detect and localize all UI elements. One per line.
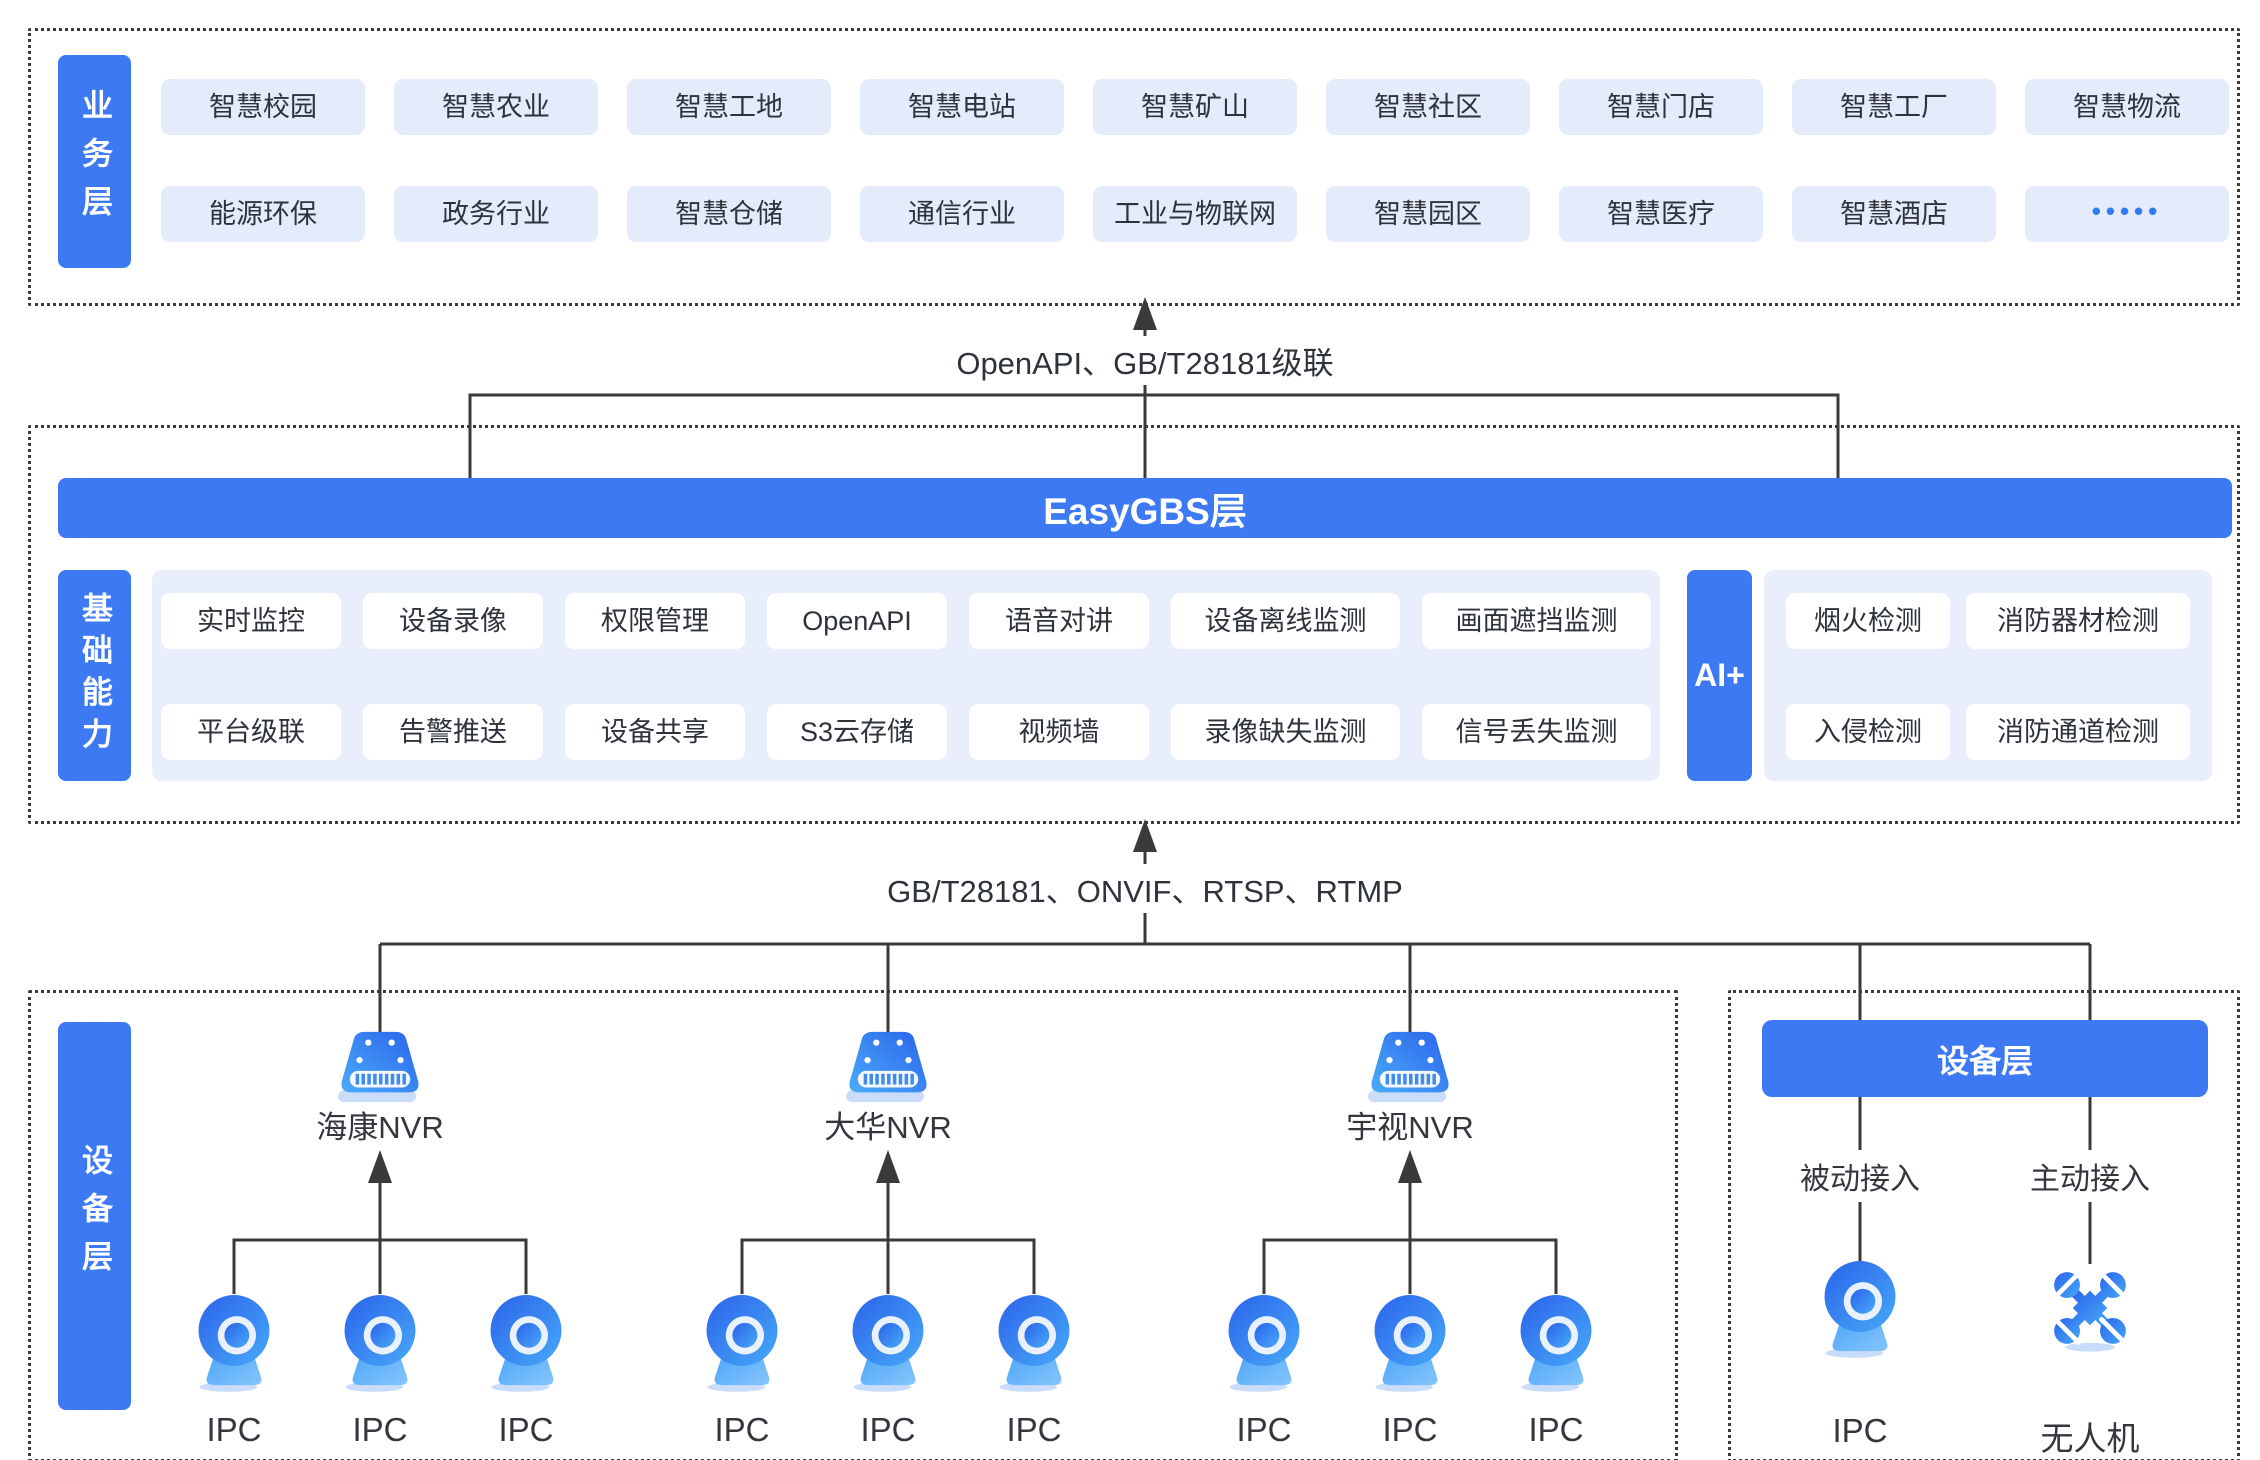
ipc-camera-icon (480, 1292, 572, 1392)
chip: 智慧仓储 (627, 186, 831, 242)
ipc-camera-icon (1364, 1292, 1456, 1392)
ipc-camera-icon (1814, 1258, 1906, 1358)
chip: 消防通道检测 (1966, 704, 2190, 760)
ipc-camera: IPC (480, 1292, 572, 1449)
top-connector-label: OpenAPI、GB/T28181级联 (940, 336, 1350, 385)
ipc-camera: IPC (696, 1292, 788, 1449)
chip: 智慧校园 (161, 79, 365, 135)
ipc-camera: IPC (1218, 1292, 1310, 1449)
capability-chip-grid: 实时监控设备录像权限管理 OpenAPI 语音对讲设备离线监测画面遮挡监测平台级联告… (161, 593, 1651, 760)
ai-plus-label: AI+ (1687, 570, 1752, 781)
chip: 政务行业 (394, 186, 598, 242)
chip: 设备离线监测 (1171, 593, 1400, 649)
ipc-camera-icon (334, 1292, 426, 1392)
ipc-camera: IPC (988, 1292, 1080, 1449)
device-layer-left-label: 设备层 (58, 1022, 131, 1410)
ai-chip-grid: 烟火检测消防器材检测入侵检测消防通道检测 (1786, 593, 2190, 760)
chip: 设备共享 (565, 704, 745, 760)
nvr-name: 宇视NVR (1346, 1110, 1474, 1145)
chip: 烟火检测 (1786, 593, 1950, 649)
chip: 智慧工地 (627, 79, 831, 135)
ipc-camera: IPC (334, 1292, 426, 1449)
chip: 智慧医疗 (1559, 186, 1763, 242)
nvr-name: 大华NVR (824, 1110, 952, 1145)
chip: 智慧园区 (1326, 186, 1530, 242)
active-access-label: 主动接入 (2020, 1150, 2160, 1202)
chip: 通信行业 (860, 186, 1064, 242)
ipc-camera-icon (1218, 1292, 1310, 1392)
chip: S3云存储 (767, 704, 947, 760)
ipc-label: IPC (206, 1411, 262, 1448)
chip: 画面遮挡监测 (1422, 593, 1651, 649)
chip: 智慧农业 (394, 79, 598, 135)
drone-label: 无人机 (2040, 1420, 2140, 1457)
chip: 智慧酒店 (1792, 186, 1996, 242)
business-layer-label: 业务层 (58, 55, 131, 268)
ipc-label: IPC (1236, 1411, 1292, 1448)
chip: 入侵检测 (1786, 704, 1950, 760)
basic-capability-label: 基础能力 (58, 570, 131, 781)
ipc-camera-icon (188, 1292, 280, 1392)
chip: 智慧电站 (860, 79, 1064, 135)
chip: 权限管理 (565, 593, 745, 649)
ipc-label: IPC (1006, 1411, 1062, 1448)
chip: 视频墙 (969, 704, 1149, 760)
chip: 告警推送 (363, 704, 543, 760)
ipc-camera: IPC (188, 1292, 280, 1449)
device-layer-right-bar: 设备层 (1762, 1020, 2208, 1097)
nvr-group-uniview: 宇视NVR IPC IPC IPC (1218, 990, 1602, 1456)
ipc-label: IPC (1528, 1411, 1584, 1448)
chip: 录像缺失监测 (1171, 704, 1400, 760)
chip: 平台级联 (161, 704, 341, 760)
ipc-camera: IPC (1510, 1292, 1602, 1449)
nvr-icon (1366, 1028, 1454, 1106)
ipc-camera-icon (988, 1292, 1080, 1392)
chip: 实时监控 (161, 593, 341, 649)
chip: 智慧门店 (1559, 79, 1763, 135)
chip: 智慧工厂 (1792, 79, 1996, 135)
nvr-icon (844, 1028, 932, 1106)
chip: 智慧物流 (2025, 79, 2229, 135)
ipc-label: IPC (714, 1411, 770, 1448)
chip: 能源环保 (161, 186, 365, 242)
chip: OpenAPI (767, 593, 947, 649)
business-layer-box (28, 28, 2240, 306)
chip: 智慧社区 (1326, 79, 1530, 135)
nvr-group-dahua: 大华NVR IPC IPC IPC (696, 990, 1080, 1456)
ipc-camera-icon (842, 1292, 934, 1392)
chip: 信号丢失监测 (1422, 704, 1651, 760)
ipc-camera-icon (1510, 1292, 1602, 1392)
chip: 智慧矿山 (1093, 79, 1297, 135)
business-chip-grid: 智慧校园智慧农业智慧工地智慧电站智慧矿山智慧社区智慧门店智慧工厂智慧物流能源环保… (161, 79, 2229, 242)
chip: 消防器材检测 (1966, 593, 2190, 649)
more-dots-chip: ••••• (2025, 186, 2229, 242)
drone-icon (2046, 1262, 2134, 1354)
nvr-name: 海康NVR (316, 1110, 444, 1145)
ipc-camera: IPC (842, 1292, 934, 1449)
camera-row: IPC IPC IPC (188, 1292, 572, 1449)
ipc-label: IPC (1382, 1411, 1438, 1448)
ipc-label: IPC (352, 1411, 408, 1448)
ipc-camera-icon (696, 1292, 788, 1392)
easygbs-layer-bar: EasyGBS层 (58, 478, 2232, 538)
ipc-label: IPC (860, 1411, 916, 1448)
bottom-connector-label: GB/T28181、ONVIF、RTSP、RTMP (871, 864, 1419, 913)
nvr-icon (336, 1028, 424, 1106)
passive-access-label: 被动接入 (1790, 1150, 1930, 1202)
ipc-label: IPC (1832, 1412, 1888, 1449)
chip: 设备录像 (363, 593, 543, 649)
ipc-camera: IPC (1364, 1292, 1456, 1449)
chip: 工业与物联网 (1093, 186, 1297, 242)
chip: 语音对讲 (969, 593, 1149, 649)
ipc-label: IPC (498, 1411, 554, 1448)
nvr-group-hikvision: 海康NVR IPC IPC IPC (188, 990, 572, 1456)
camera-row: IPC IPC IPC (696, 1292, 1080, 1449)
camera-row: IPC IPC IPC (1218, 1292, 1602, 1449)
